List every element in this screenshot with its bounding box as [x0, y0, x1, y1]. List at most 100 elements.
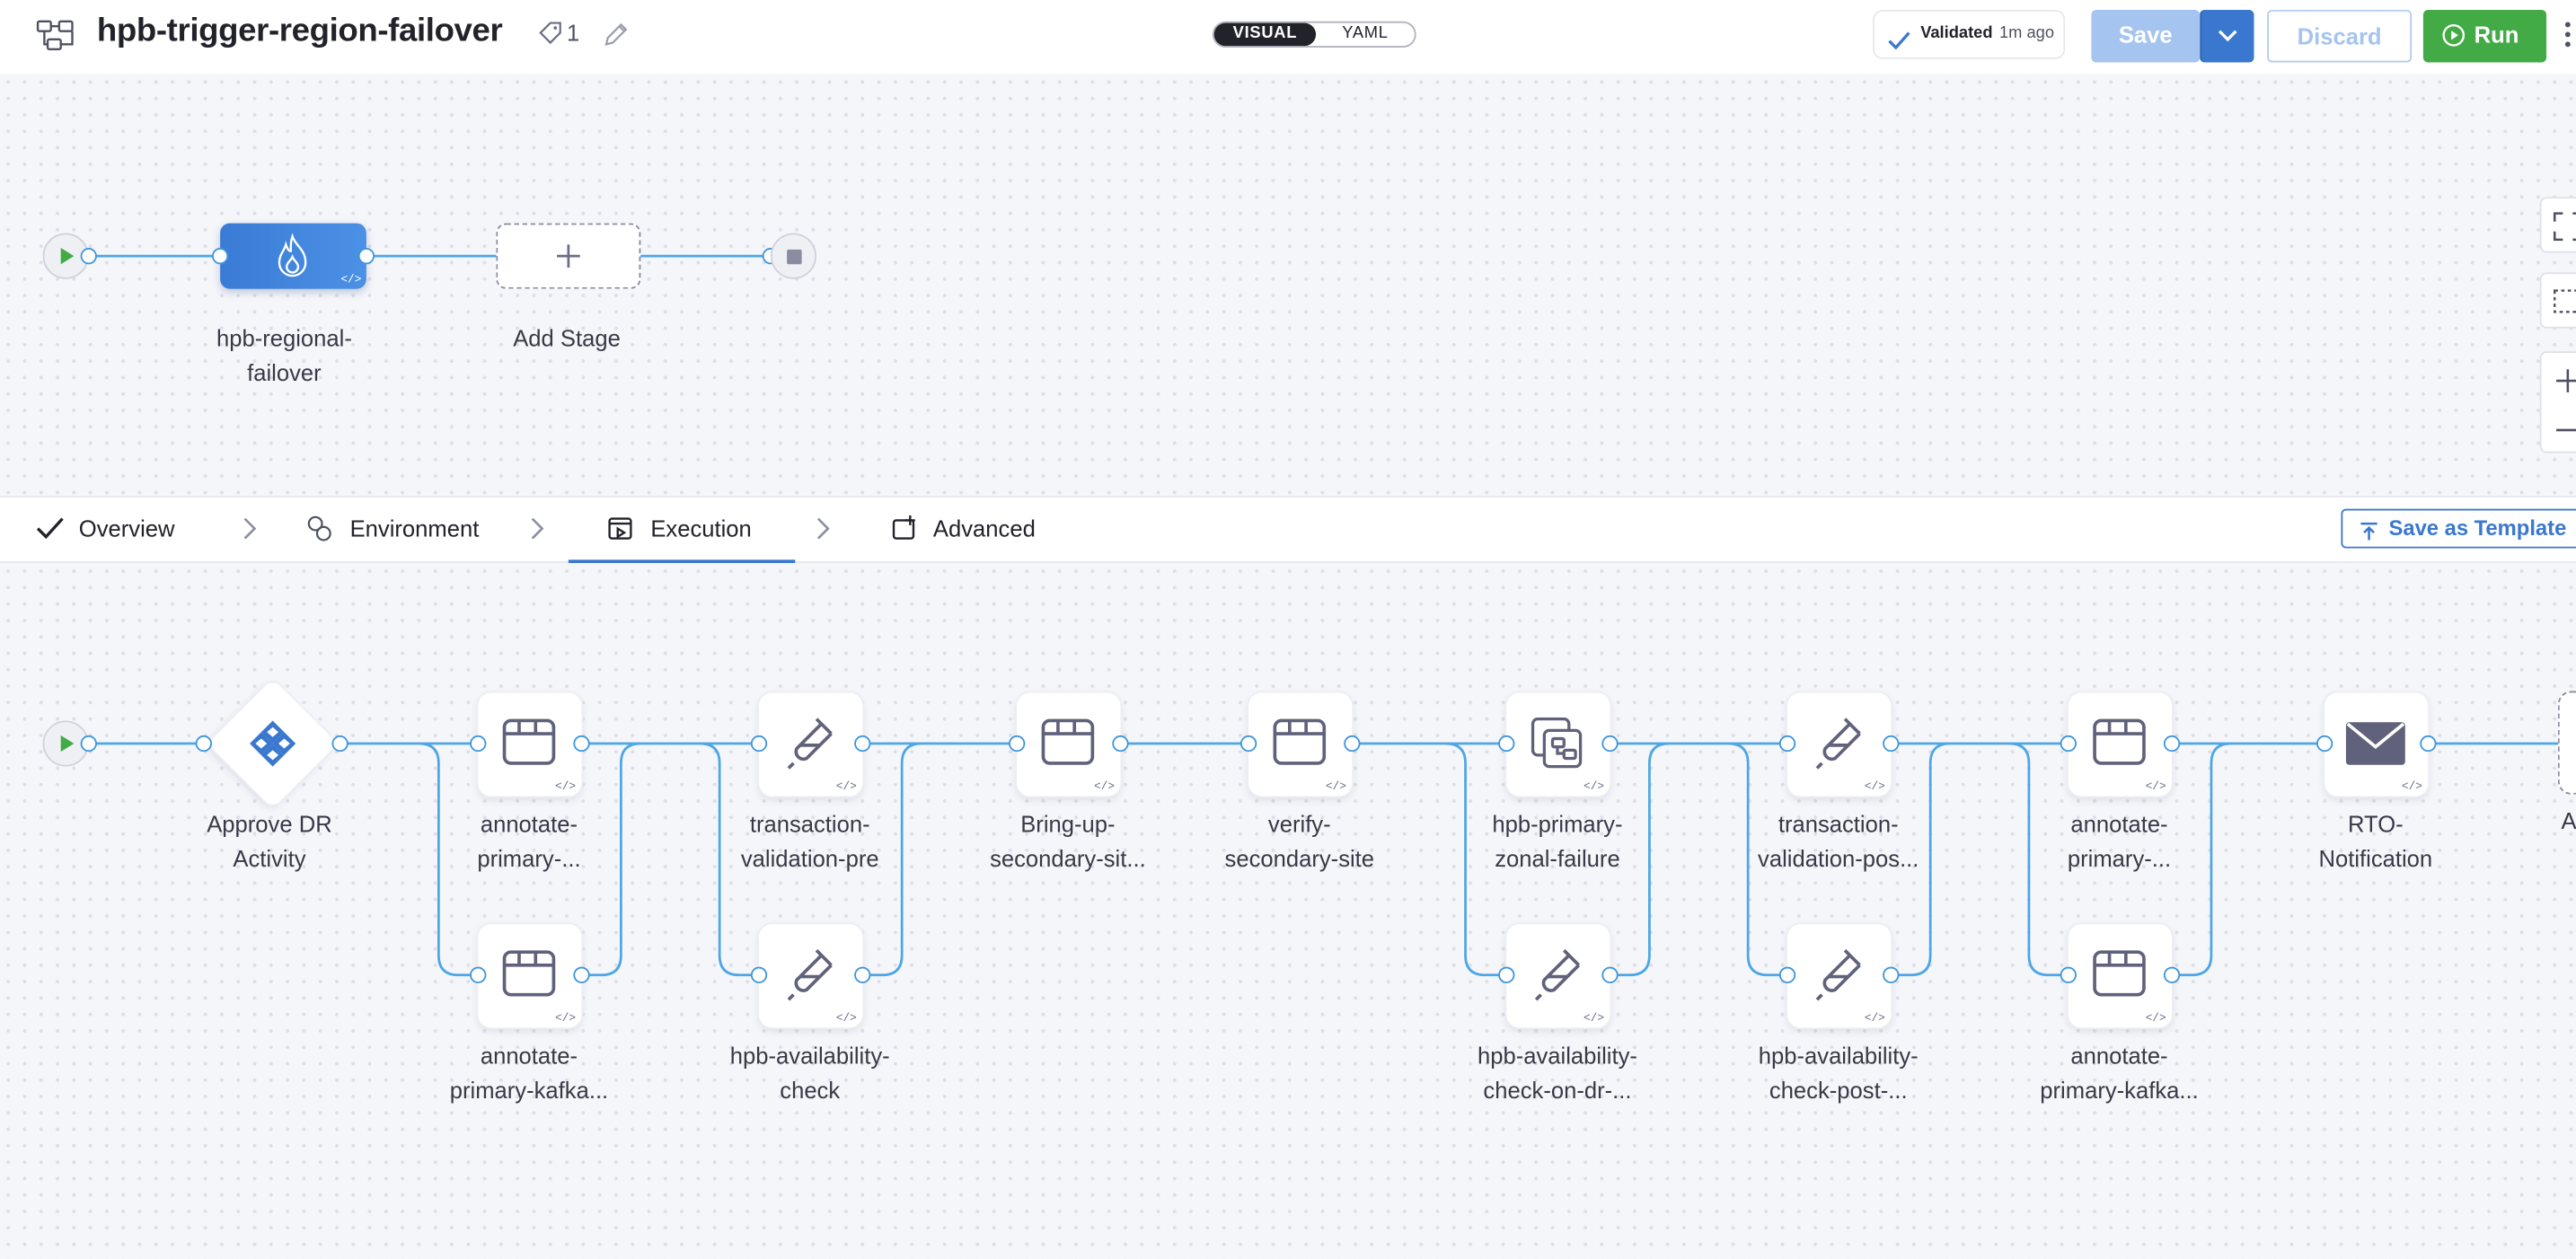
step-label: RTO-NotificationRTO-Notification	[2318, 810, 2433, 872]
check-icon	[1888, 24, 1911, 50]
step-label: verify-secondary-siteverify-secondary-si…	[1224, 810, 1375, 872]
connector-dot	[2316, 735, 2333, 753]
step-bring-up-secondary-sit[interactable]: </>	[1016, 691, 1120, 796]
approval-icon	[250, 720, 296, 767]
step-label: annotate-primary-...annotate-primary-...	[2067, 810, 2172, 872]
test-tube-icon	[786, 717, 832, 769]
stage-label: hpb-regional-failover	[216, 324, 352, 386]
save-button[interactable]: Save	[2091, 9, 2201, 63]
code-icon: </>	[1584, 1011, 1605, 1026]
stage-node-hpb-regional-failover[interactable]: </>	[220, 223, 366, 289]
step-hpb-primary-zonal-failure[interactable]: </>	[1505, 691, 1610, 796]
browser-window-icon	[2092, 949, 2145, 996]
environment-icon	[307, 515, 331, 541]
connector-dot	[1111, 735, 1128, 753]
selection-icon	[2554, 289, 2576, 313]
step-label: hpb-availability-check-post-...hpb-avail…	[1758, 1042, 1919, 1104]
validation-badge[interactable]: Validated 1m ago	[1873, 9, 2066, 59]
step-label: annotate-primary-kafka...annotate-primar…	[449, 1042, 609, 1104]
connector-dot	[1778, 735, 1795, 753]
tag-icon[interactable]	[537, 20, 563, 46]
yaml-toggle-option[interactable]: YAML	[1342, 24, 1389, 43]
step-annotate-primary[interactable]: </>	[477, 691, 581, 796]
execution-canvas[interactable]	[0, 562, 2576, 1259]
test-tube-icon	[1533, 948, 1580, 1000]
connector-dot	[2162, 966, 2180, 983]
add-step-placeholder[interactable]	[2557, 691, 2576, 795]
connector-dot	[2059, 966, 2077, 983]
expand-icon	[2553, 212, 2576, 242]
step-hpb-availability-check[interactable]: </>	[758, 923, 862, 1027]
advanced-settings-icon	[892, 515, 915, 540]
test-tube-icon	[786, 948, 832, 1000]
step-annotate-primary-kafka[interactable]: </>	[2067, 923, 2172, 1027]
code-icon: </>	[555, 780, 577, 794]
execution-icon	[608, 517, 632, 540]
save-as-template-button[interactable]: Save as Template	[2341, 508, 2576, 549]
step-label: hpb-availability-checkhpb-availability-c…	[729, 1042, 890, 1104]
code-icon: </>	[555, 1011, 577, 1026]
validation-time: 1m ago	[1998, 24, 2055, 43]
connector-dot	[2162, 735, 2180, 753]
zoom-in-icon[interactable]	[2552, 365, 2576, 398]
test-tube-icon	[1814, 717, 1860, 769]
add-stage-button[interactable]	[496, 223, 641, 289]
step-hpb-availability-check-on-dr[interactable]: </>	[1505, 923, 1610, 1027]
zoom-controls[interactable]	[2539, 351, 2576, 453]
tab-overview-label: Overview	[78, 515, 175, 542]
pipeline-stage-canvas[interactable]	[0, 74, 2576, 497]
code-icon: </>	[340, 274, 362, 287]
connector-dot	[2419, 735, 2436, 753]
visual-yaml-toggle[interactable]: VISUAL YAML	[1212, 21, 1416, 48]
active-tab-indicator	[568, 559, 796, 565]
play-icon	[60, 735, 75, 753]
code-icon: </>	[1093, 780, 1116, 794]
tab-environment-label: Environment	[349, 515, 480, 542]
step-hpb-availability-check-post[interactable]: </>	[1786, 923, 1891, 1027]
code-icon: </>	[1584, 780, 1605, 794]
step-annotate-primary[interactable]: </>	[2067, 691, 2172, 796]
connector-dot	[1497, 966, 1514, 983]
connector-dot	[1882, 966, 1899, 983]
zoom-out-icon[interactable]	[2552, 414, 2576, 447]
step-label: annotate-primary-kafka...annotate-primar…	[2040, 1042, 2199, 1104]
connector-dot	[853, 966, 870, 983]
run-button[interactable]: Run	[2422, 9, 2547, 63]
edit-pencil-icon[interactable]	[601, 20, 631, 49]
step-annotate-primary-kafka[interactable]: </>	[477, 923, 581, 1027]
step-verify-secondary-site[interactable]: </>	[1248, 691, 1352, 796]
visual-toggle-option[interactable]: VISUAL	[1213, 22, 1317, 47]
step-label: transaction-validation-pretransaction-va…	[740, 810, 879, 872]
save-as-template-label: Save as Template	[2388, 515, 2567, 541]
connector-dot	[749, 735, 767, 753]
connector-dot	[1882, 735, 1899, 753]
code-icon: </>	[1325, 780, 1346, 794]
connector-dot	[211, 248, 229, 265]
more-options-icon[interactable]	[2563, 20, 2572, 49]
tag-count[interactable]: 1	[567, 19, 580, 47]
code-icon: </>	[2145, 1011, 2166, 1026]
connector-dot	[1239, 735, 1257, 753]
connector-dot	[1343, 735, 1360, 753]
code-icon: </>	[2145, 780, 2166, 794]
connector-dot	[1778, 966, 1795, 983]
discard-button[interactable]: Discard	[2267, 9, 2413, 63]
add-stage-label: Add Stage	[513, 324, 621, 352]
connector-dot	[749, 966, 767, 983]
connector-dot	[572, 966, 589, 983]
save-options-button[interactable]	[2200, 9, 2254, 63]
browser-window-icon	[2092, 718, 2145, 764]
step-rto-notification[interactable]: </>	[2324, 691, 2428, 796]
chevron-down-icon	[2218, 30, 2237, 42]
step-transaction-validation-pre[interactable]: </>	[758, 691, 862, 796]
step-transaction-validation-pos[interactable]: </>	[1786, 691, 1891, 796]
connector-dot	[1497, 735, 1514, 753]
step-label: hpb-primary-zonal-failurehpb-primary-zon…	[1492, 810, 1623, 872]
select-area-button[interactable]	[2539, 272, 2576, 329]
fit-screen-button[interactable]	[2539, 197, 2576, 253]
template-upload-icon	[2360, 522, 2378, 541]
execution-connectors	[88, 742, 2576, 977]
step-label: annotate-primary-...annotate-primary-...	[477, 810, 581, 872]
connector-dot	[331, 735, 348, 753]
chevron-right-icon	[531, 517, 544, 540]
